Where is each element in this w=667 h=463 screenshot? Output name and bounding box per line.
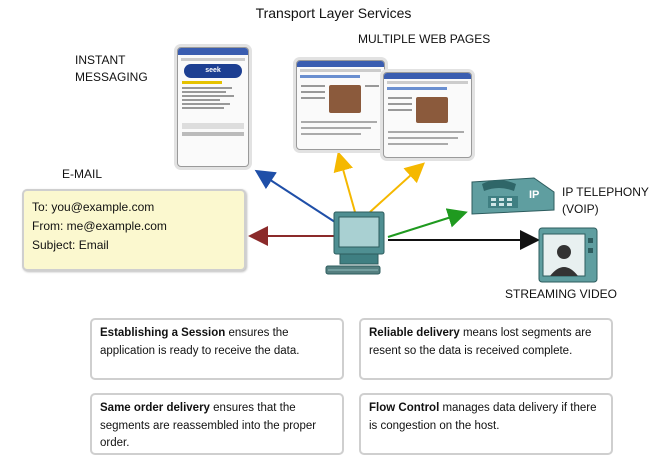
arrow-to-messaging bbox=[254, 169, 339, 225]
email-from: From: me@example.com bbox=[32, 219, 167, 233]
email-to: To: you@example.com bbox=[32, 200, 155, 214]
seek-logo: seek bbox=[184, 64, 242, 78]
card-establishing-session: Establishing a Session ensures the appli… bbox=[90, 318, 344, 380]
web-page-window-2 bbox=[383, 72, 472, 158]
email-message-box: To: you@example.com From: me@example.com… bbox=[22, 189, 246, 271]
streaming-video-label: STREAMING VIDEO bbox=[505, 287, 618, 301]
email-subject: Subject: Email bbox=[32, 238, 109, 252]
card-reliable-delivery: Reliable delivery means lost segments ar… bbox=[359, 318, 613, 380]
card-flow-control: Flow Control manages data delivery if th… bbox=[359, 393, 613, 455]
ip-telephony-label: IP TELEPHONY (VOIP) bbox=[562, 185, 649, 216]
computer-icon bbox=[325, 211, 385, 275]
ip-badge: IP bbox=[529, 189, 540, 201]
web-page-window-1 bbox=[296, 60, 385, 150]
arrow-to-telephony bbox=[387, 208, 468, 238]
arrow-to-web-2 bbox=[369, 162, 425, 213]
email-label: E-MAIL bbox=[62, 167, 103, 181]
messenger-window: seek bbox=[177, 47, 249, 167]
page-title: Transport Layer Services bbox=[255, 5, 412, 21]
instant-messaging-label: INSTANT MESSAGING bbox=[75, 53, 148, 84]
photo-icon bbox=[329, 85, 361, 113]
ip-phone-icon bbox=[471, 177, 555, 215]
card-same-order-delivery: Same order delivery ensures that the seg… bbox=[90, 393, 344, 455]
web-pages-label: MULTIPLE WEB PAGES bbox=[358, 32, 491, 46]
photo-icon bbox=[416, 97, 448, 123]
arrow-to-web-1 bbox=[333, 151, 356, 213]
tv-monitor-icon bbox=[538, 227, 598, 283]
